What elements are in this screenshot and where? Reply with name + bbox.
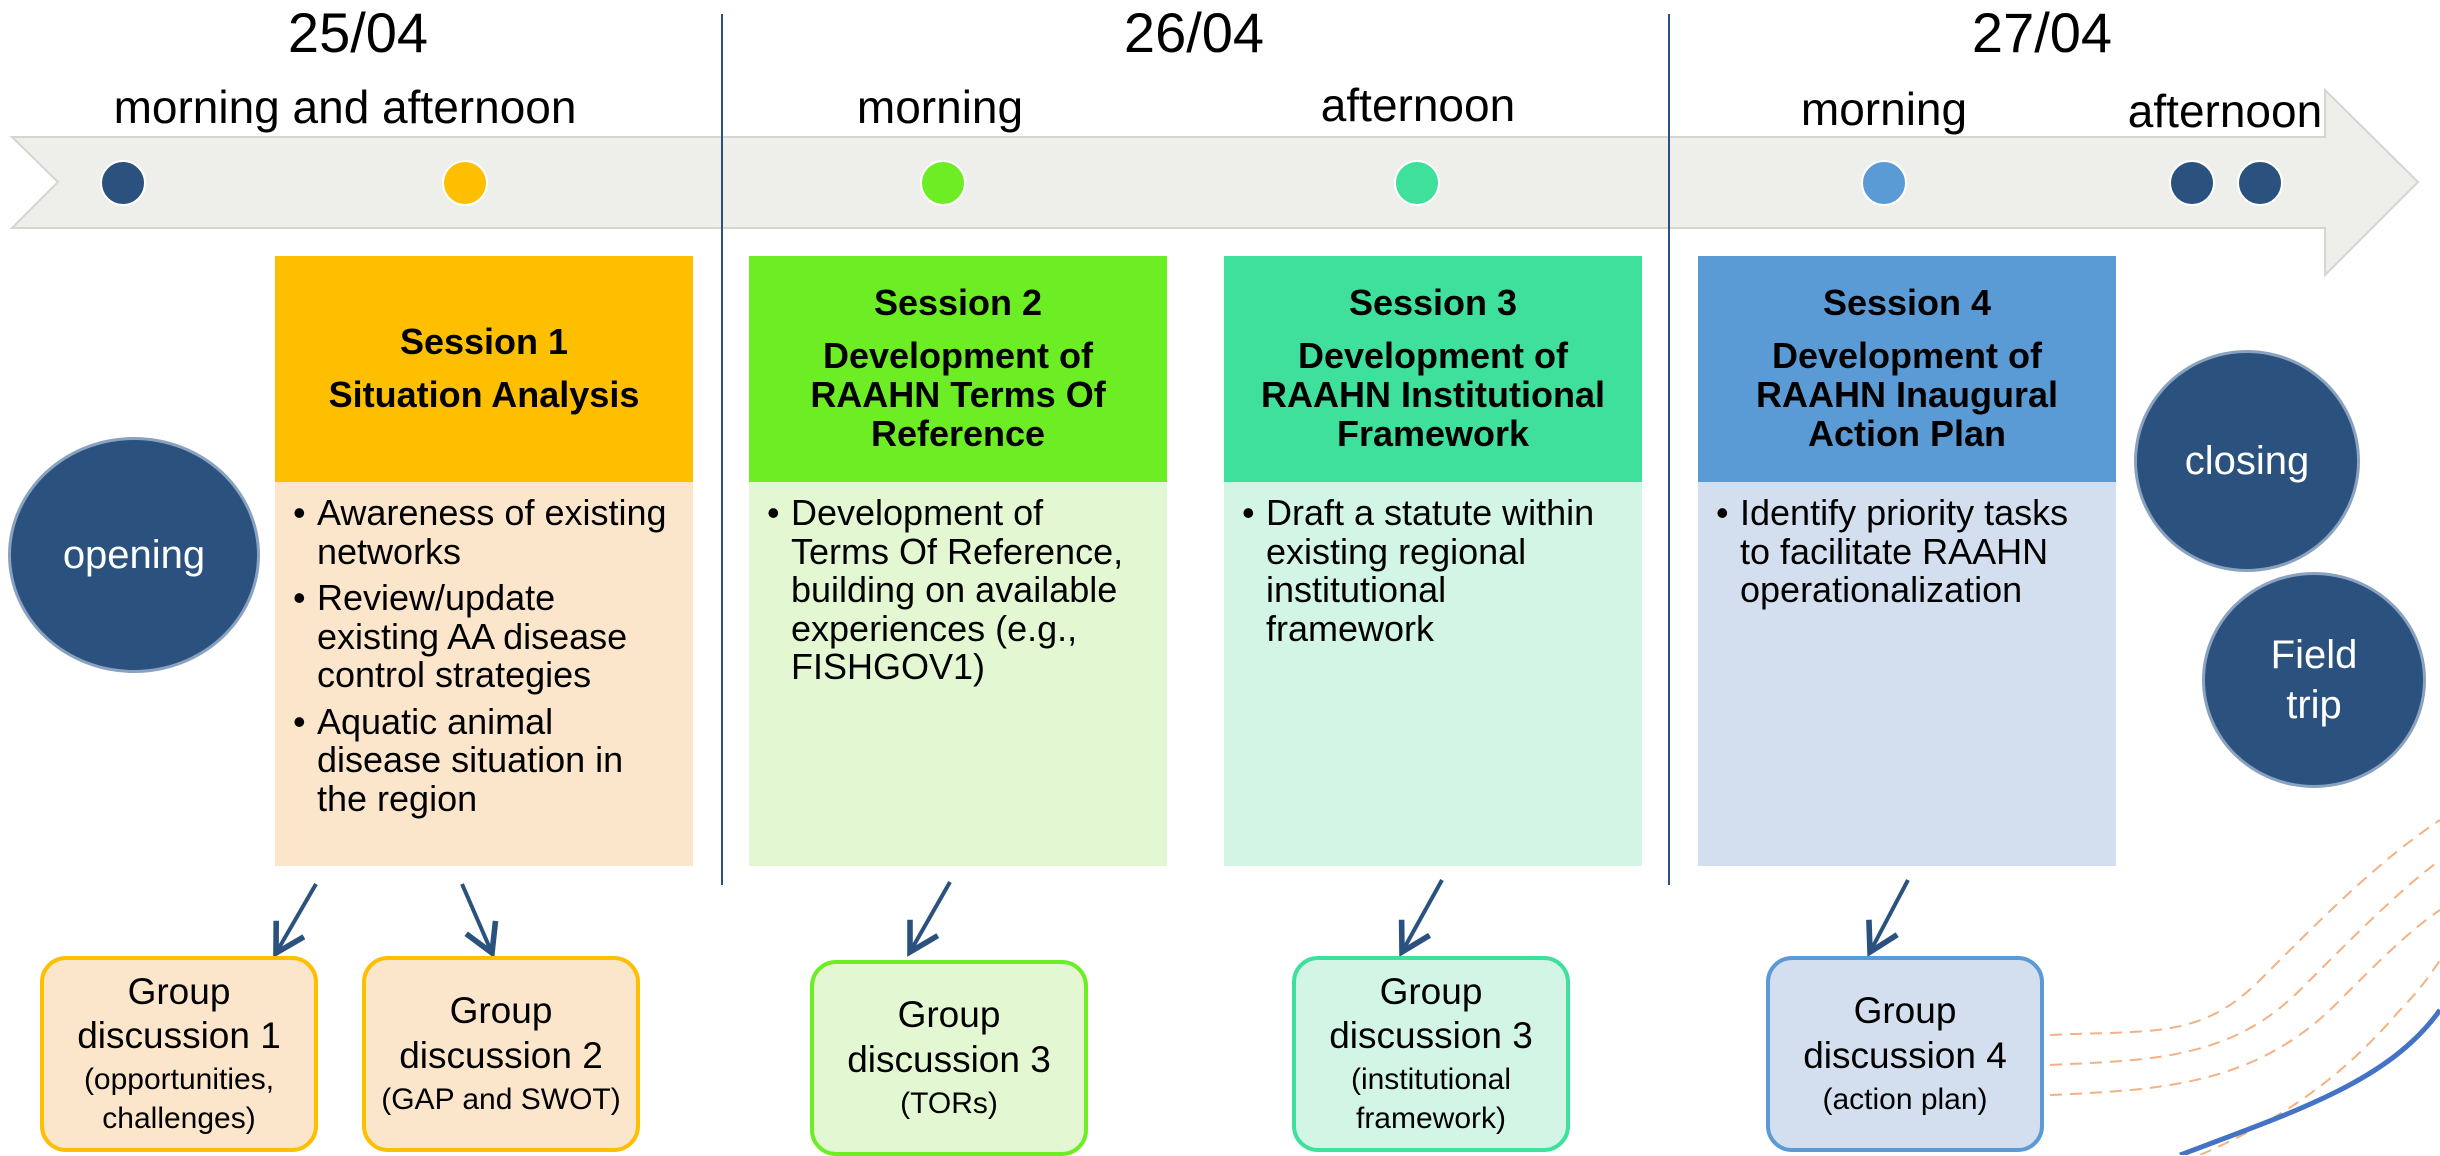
session-4-number: Session 4: [1822, 282, 1992, 324]
connector-arrow: [460, 883, 499, 959]
session-1-number: Session 1: [399, 321, 569, 363]
list-item: •Aquatic animal disease situation in the…: [293, 700, 675, 819]
group-discussion-2-sub: (GAP and SWOT): [381, 1082, 621, 1116]
date-day-3: 27/04: [1971, 1, 2113, 64]
session-2-title: Development of RAAHN Terms Of Reference: [810, 335, 1106, 454]
group-discussion-3-framework-sub: (institutional framework): [1350, 1063, 1512, 1136]
session-4-card: Session 4 Development of RAAHN Inaugural…: [1698, 256, 2116, 866]
opening-circle: opening: [8, 437, 260, 673]
closing-circle: closing: [2134, 350, 2360, 572]
connector-arrow: [1398, 879, 1444, 957]
list-item: •Identify priority tasks to facilitate R…: [1716, 492, 2098, 611]
session-1-bullet-3: Aquatic animal disease situation in the …: [317, 700, 624, 819]
list-item: •Development of Terms Of Reference, buil…: [767, 492, 1149, 688]
group-discussion-1: Group discussion 1 (opportunities, chall…: [40, 956, 318, 1152]
timeline-dot-fieldtrip: [2237, 160, 2283, 206]
timeline-dot-closing: [2169, 160, 2215, 206]
session-4-header: Session 4 Development of RAAHN Inaugural…: [1698, 256, 2116, 482]
timeline-dot-session4: [1861, 160, 1907, 206]
session-2-bullet-1: Development of Terms Of Reference, build…: [791, 492, 1124, 688]
session-3-header: Session 3 Development of RAAHN Instituti…: [1224, 256, 1642, 482]
session-1-body: •Awareness of existing networks •Review/…: [275, 482, 693, 866]
group-discussion-3-framework: Group discussion 3 (institutional framew…: [1292, 956, 1570, 1152]
period-day3-afternoon: afternoon: [2127, 85, 2323, 137]
group-discussion-2-title: Group discussion 2: [399, 990, 603, 1076]
group-discussion-3-tors-title: Group discussion 3: [847, 994, 1051, 1080]
session-1-header: Session 1 Situation Analysis: [275, 256, 693, 482]
session-3-bullet-1: Draft a statute within existing regional…: [1266, 492, 1595, 649]
closing-label: closing: [2184, 439, 2310, 483]
session-2-header: Session 2 Development of RAAHN Terms Of …: [749, 256, 1167, 482]
session-3-title: Development of RAAHN Institutional Frame…: [1261, 335, 1605, 454]
list-item: •Draft a statute within existing regiona…: [1242, 492, 1624, 649]
period-day2-afternoon: afternoon: [1320, 79, 1516, 131]
connector-arrow: [273, 882, 318, 958]
session-4-bullet-1: Identify priority tasks to facilitate RA…: [1740, 492, 2069, 611]
session-1-bullet-1: Awareness of existing networks: [317, 492, 667, 572]
list-item: •Awareness of existing networks: [293, 492, 675, 572]
date-day-2: 26/04: [1123, 1, 1265, 64]
group-discussion-4-title: Group discussion 4: [1803, 990, 2007, 1076]
group-discussion-3-tors: Group discussion 3 (TORs): [810, 960, 1088, 1156]
field-trip-label-line1: Field: [2270, 633, 2358, 677]
period-day1: morning and afternoon: [113, 81, 577, 133]
group-discussion-2: Group discussion 2 (GAP and SWOT): [362, 956, 640, 1152]
session-3-card: Session 3 Development of RAAHN Instituti…: [1224, 256, 1642, 866]
decorative-blue-curve: [2179, 1008, 2440, 1155]
date-day-1: 25/04: [287, 1, 429, 64]
period-day3-morning: morning: [1800, 83, 1968, 135]
group-discussion-1-sub: (opportunities, challenges): [83, 1063, 275, 1136]
session-1-title: Situation Analysis: [328, 374, 640, 415]
connector-arrow: [907, 881, 952, 957]
opening-label: opening: [62, 533, 206, 577]
connector-arrow: [1866, 879, 1910, 957]
group-discussion-4-sub: (action plan): [1822, 1082, 1988, 1116]
timeline-dot-session1: [442, 160, 488, 206]
field-trip-label-line2: trip: [2286, 683, 2342, 727]
timeline-arrow: [9, 87, 2420, 278]
session-3-number: Session 3: [1348, 282, 1518, 324]
session-1-bullet-2: Review/update existing AA disease contro…: [317, 577, 628, 696]
group-discussion-4: Group discussion 4 (action plan): [1766, 956, 2044, 1152]
session-4-body: •Identify priority tasks to facilitate R…: [1698, 482, 2116, 866]
list-item: •Review/update existing AA disease contr…: [293, 577, 675, 696]
timeline-dot-session3: [1394, 160, 1440, 206]
timeline-dot-opening: [100, 160, 146, 206]
period-day2-morning: morning: [856, 81, 1024, 133]
timeline-dot-session2: [920, 160, 966, 206]
session-2-number: Session 2: [873, 282, 1043, 324]
field-trip-circle: Field trip: [2202, 572, 2426, 788]
session-2-card: Session 2 Development of RAAHN Terms Of …: [749, 256, 1167, 866]
session-3-body: •Draft a statute within existing regiona…: [1224, 482, 1642, 866]
session-1-card: Session 1 Situation Analysis •Awareness …: [275, 256, 693, 866]
group-discussion-3-framework-title: Group discussion 3: [1329, 970, 1533, 1056]
group-discussion-3-tors-sub: (TORs): [900, 1086, 998, 1120]
session-4-title: Development of RAAHN Inaugural Action Pl…: [1755, 335, 2058, 454]
decorative-curves: [2049, 819, 2440, 1155]
group-discussion-1-title: Group discussion 1: [77, 970, 281, 1056]
session-2-body: •Development of Terms Of Reference, buil…: [749, 482, 1167, 866]
